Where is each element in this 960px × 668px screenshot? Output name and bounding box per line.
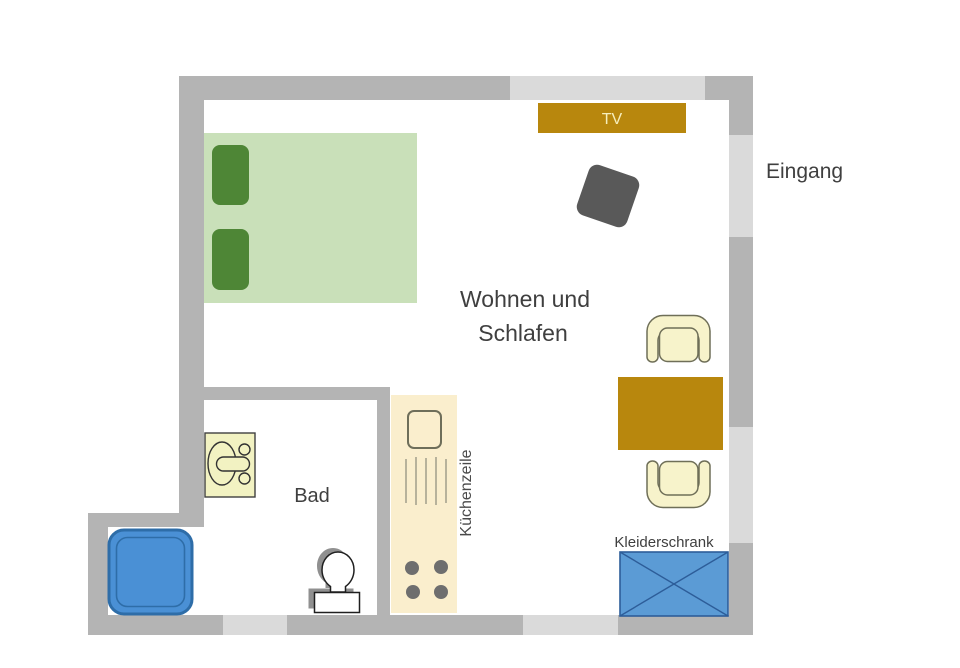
wall-bottom-opening (523, 615, 618, 635)
bed-pillow-2 (212, 229, 249, 290)
armchair-top (646, 314, 711, 363)
kitchen-counter (391, 395, 457, 613)
wardrobe: Kleiderschrank (614, 534, 729, 617)
tv-rect (538, 103, 686, 133)
wall-alcove-left (88, 513, 108, 635)
shower-tray (107, 528, 194, 616)
bed (204, 133, 417, 303)
entrance-door-opening (729, 135, 753, 237)
wall-alcove-top (88, 513, 179, 527)
walls (88, 76, 753, 635)
washbasin-tap-1 (238, 443, 251, 456)
living-room-label: Wohnen und Schlafen (460, 286, 590, 346)
bath-label: Bad (294, 485, 330, 507)
kitchen-sink (407, 410, 442, 449)
armchair-bottom (646, 460, 711, 509)
toilet-tank (313, 591, 361, 614)
tv-label: TV (602, 111, 623, 128)
kitchen-unit: Küchenzeile (391, 395, 475, 613)
tv-board: TV (538, 103, 686, 133)
stove-burners (405, 560, 448, 599)
bed-pillow-1 (212, 145, 249, 205)
armchair-seat (658, 327, 699, 363)
toilet (308, 548, 361, 614)
washbasin-tap-2 (238, 472, 251, 485)
entrance-label: Eingang (766, 160, 843, 183)
wall-bottom (88, 615, 753, 635)
bath-door-opening (223, 615, 287, 635)
shower-tray-inner (115, 536, 186, 608)
living-label-line2: Schlafen (478, 320, 568, 346)
wardrobe-cross-2 (619, 551, 729, 617)
shower (107, 528, 194, 616)
wall-left (179, 100, 204, 527)
kitchen-label: Küchenzeile (458, 449, 475, 536)
washbasin (204, 432, 256, 498)
living-label-line1: Wohnen und (460, 286, 590, 312)
wardrobe-label: Kleiderschrank (614, 534, 714, 551)
wall-top-opening (510, 76, 705, 100)
table (618, 377, 723, 450)
wall-right-opening (729, 427, 753, 543)
dark-seat-object (576, 164, 640, 228)
kitchen-drainer (405, 457, 447, 505)
wall-bath-kitchen-divider (377, 387, 390, 615)
washbasin-faucet (215, 456, 251, 472)
wall-bath-top (204, 387, 390, 400)
